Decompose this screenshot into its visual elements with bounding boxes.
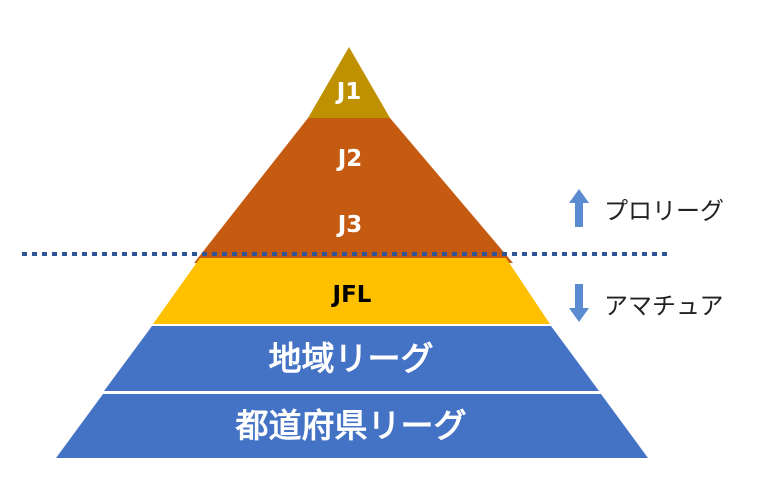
arrow-down-icon [569, 284, 589, 322]
arrow-up-icon [569, 189, 589, 227]
tier-jfl [153, 258, 550, 324]
legend-amateur-label: アマチュア [604, 291, 724, 320]
tier-label-j2: J2 [336, 146, 363, 172]
tier-label-regional: 地域リーグ [269, 339, 434, 378]
tier-j1 [308, 47, 390, 118]
legend-pro-label: プロリーグ [604, 196, 724, 225]
tier-regional [104, 326, 599, 391]
tier-prefectural [56, 394, 648, 458]
legend-amateur: アマチュア [568, 283, 724, 323]
tier-label-j1: J1 [335, 79, 362, 105]
legend-pro: プロリーグ [568, 188, 724, 228]
tier-label-prefectural: 都道府県リーグ [235, 406, 467, 445]
tier-label-j3: J3 [336, 212, 363, 238]
tier-label-jfl: JFL [331, 282, 372, 308]
tier-j2-j3 [194, 118, 513, 263]
